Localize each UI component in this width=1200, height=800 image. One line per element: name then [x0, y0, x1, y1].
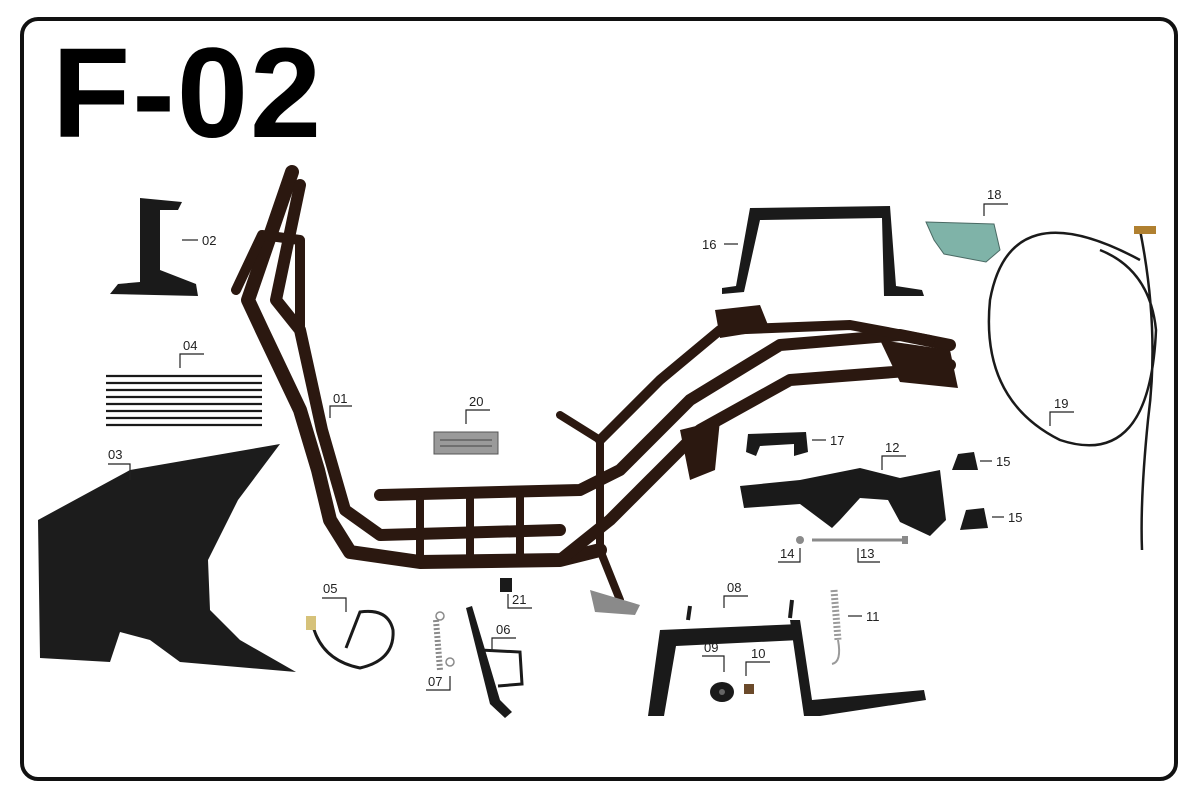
- svg-text:04: 04: [183, 338, 197, 353]
- part-03-under-cover: [38, 444, 296, 672]
- callout-15-lower: 15: [992, 510, 1022, 525]
- part-11-stand-spring: [830, 589, 842, 665]
- svg-text:07: 07: [428, 674, 442, 689]
- part-17-small-bracket: [746, 432, 808, 456]
- svg-text:15: 15: [996, 454, 1010, 469]
- part-21-grommet: [500, 578, 512, 592]
- part-18-seat-lock: [925, 221, 1001, 263]
- svg-text:08: 08: [727, 580, 741, 595]
- svg-text:03: 03: [108, 447, 122, 462]
- svg-text:02: 02: [202, 233, 216, 248]
- svg-text:11: 11: [866, 609, 880, 624]
- svg-text:10: 10: [751, 646, 765, 661]
- callout-01: 01: [329, 391, 352, 418]
- callout-14: 14: [778, 546, 801, 563]
- part-01-main-frame: [231, 165, 958, 615]
- callout-20: 20: [465, 394, 490, 424]
- callout-02: 02: [182, 233, 216, 248]
- callout-18: 18: [983, 187, 1008, 216]
- svg-text:13: 13: [860, 546, 874, 561]
- part-02-bracket: [110, 198, 198, 296]
- part-19-seat-cable: [987, 226, 1158, 551]
- callout-16: 16: [702, 237, 738, 252]
- svg-text:09: 09: [704, 640, 718, 655]
- callout-12: 12: [881, 440, 906, 470]
- callout-06: 06: [491, 622, 516, 652]
- svg-text:16: 16: [702, 237, 716, 252]
- callout-21: 21: [507, 592, 532, 609]
- svg-text:18: 18: [987, 187, 1001, 202]
- part-12-engine-hanger: [740, 468, 946, 536]
- part-04-cable-ties: [106, 374, 262, 427]
- callout-03: 03: [108, 447, 131, 480]
- svg-text:21: 21: [512, 592, 526, 607]
- callout-04: 04: [179, 338, 204, 368]
- svg-text:14: 14: [780, 546, 794, 561]
- part-13-bolt: [812, 536, 908, 544]
- part-14-nut: [796, 536, 804, 544]
- callout-17: 17: [812, 433, 844, 448]
- callout-19: 19: [1049, 396, 1074, 426]
- part-05-wire: [306, 609, 395, 670]
- callout-10: 10: [745, 646, 770, 676]
- part-06-side-stand: [466, 606, 524, 718]
- svg-text:19: 19: [1054, 396, 1068, 411]
- part-16-rear-bracket: [722, 206, 924, 296]
- diagram-title: F-02: [52, 22, 324, 165]
- svg-text:15: 15: [1008, 510, 1022, 525]
- callout-08: 08: [723, 580, 748, 608]
- callout-15-upper: 15: [980, 454, 1010, 469]
- part-08-main-stand: [648, 599, 926, 716]
- part-07-spring: [433, 611, 455, 671]
- svg-text:01: 01: [333, 391, 347, 406]
- part-15-rubber-lower: [960, 508, 988, 530]
- part-09-stand-rubber: [710, 682, 734, 702]
- svg-text:12: 12: [885, 440, 899, 455]
- callout-07: 07: [426, 674, 451, 691]
- svg-text:05: 05: [323, 581, 337, 596]
- part-10-bush: [744, 684, 754, 694]
- svg-text:20: 20: [469, 394, 483, 409]
- callout-05: 05: [322, 581, 347, 612]
- part-15-rubber-upper: [952, 452, 978, 470]
- svg-text:17: 17: [830, 433, 844, 448]
- part-20-name-plate: [433, 431, 499, 455]
- callout-13: 13: [857, 546, 880, 563]
- svg-text:06: 06: [496, 622, 510, 637]
- callout-09: 09: [702, 640, 725, 672]
- callout-11: 11: [848, 609, 880, 624]
